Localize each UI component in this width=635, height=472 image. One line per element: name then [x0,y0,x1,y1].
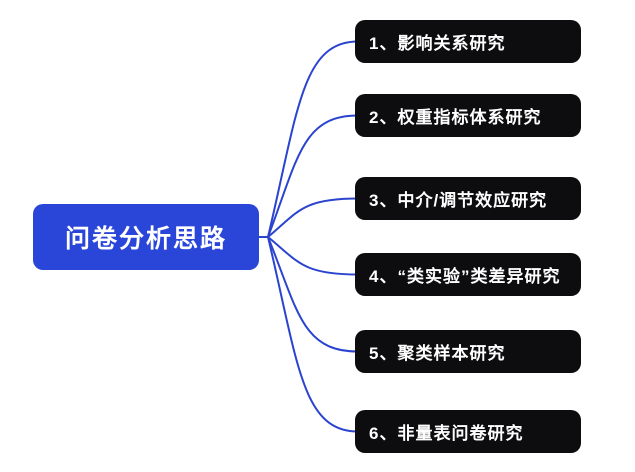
root-node-label: 问卷分析思路 [64,225,227,253]
branch-node-label: 5、聚类样本研究 [369,344,506,363]
connector-path [267,114,359,238]
branch-node[interactable]: 3、中介/调节效应研究 [355,177,581,220]
branch-node[interactable]: 4、“类实验”类差异研究 [355,253,581,296]
branch-node[interactable]: 1、影响关系研究 [355,20,581,63]
connector-path [267,236,359,276]
branch-node-label: 2、权重指标体系研究 [369,108,542,127]
branch-node-label: 6、非量表问卷研究 [369,424,524,443]
branch-node[interactable]: 5、聚类样本研究 [355,330,581,373]
branch-node[interactable]: 2、权重指标体系研究 [355,94,581,137]
connector-path [267,197,359,238]
branch-node-label: 3、中介/调节效应研究 [369,191,548,210]
branch-node-label: 1、影响关系研究 [369,34,506,53]
connector-path [267,236,359,433]
branch-node[interactable]: 6、非量表问卷研究 [355,410,581,453]
connector-path [267,236,359,353]
connector-path [267,40,359,238]
root-node[interactable]: 问卷分析思路 [33,204,259,270]
branch-node-label: 4、“类实验”类差异研究 [369,267,561,286]
